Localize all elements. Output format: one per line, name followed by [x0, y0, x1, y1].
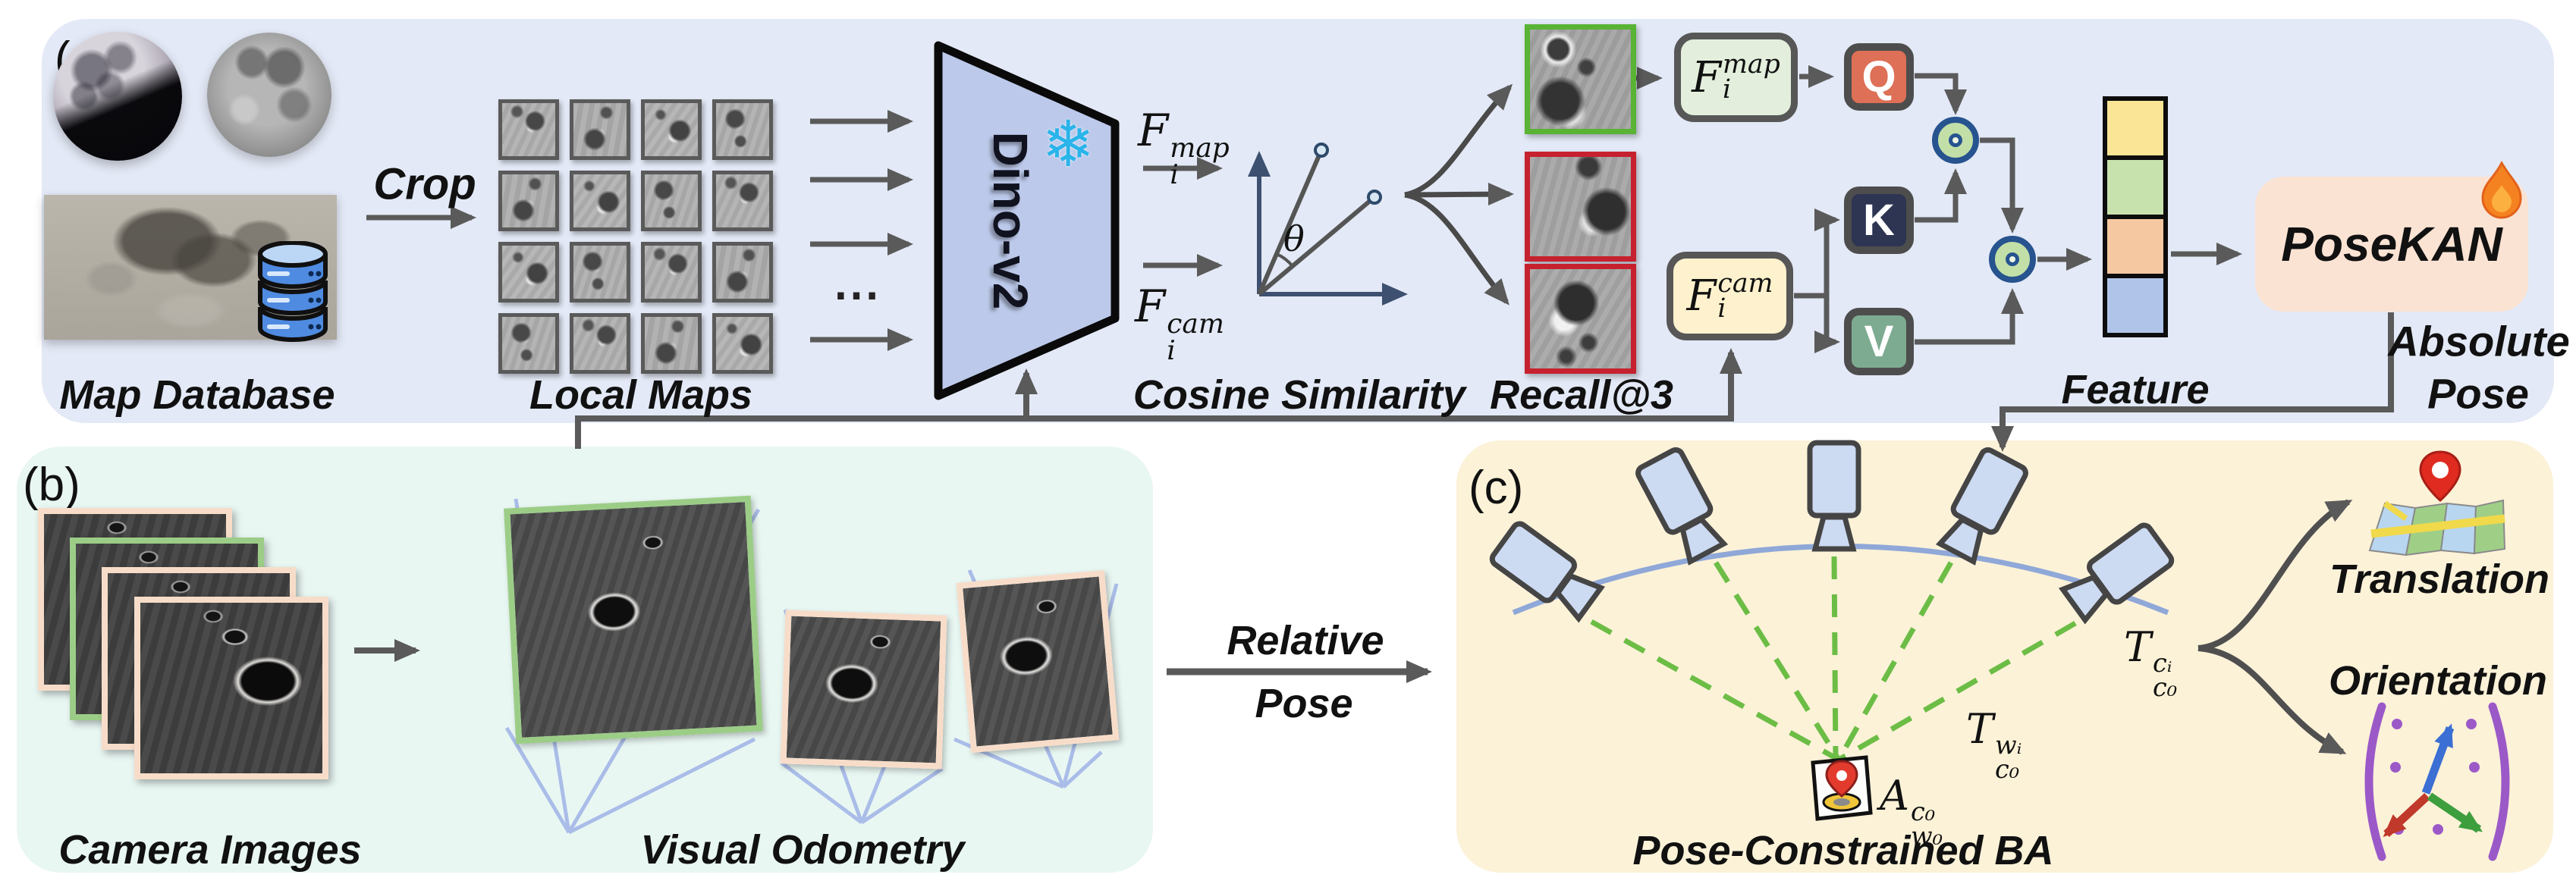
local-maps-label: Local Maps	[529, 372, 753, 418]
absolute-pose-label-line1: Absolute	[2388, 317, 2570, 365]
dino-v2-label: Dino-v2	[983, 131, 1038, 310]
local-map-tile	[641, 313, 702, 374]
camera-image	[134, 597, 328, 779]
dot-product-operator	[1989, 236, 2036, 283]
local-map-tile	[498, 313, 559, 374]
local-map-tile	[498, 99, 559, 160]
local-map-tile	[712, 171, 773, 231]
feature-block	[2103, 274, 2168, 337]
cosine-similarity-label: Cosine Similarity	[1132, 372, 1466, 418]
local-map-tile	[712, 99, 773, 160]
local-map-tile	[570, 99, 630, 160]
recall-at-3-label: Recall@3	[1490, 372, 1673, 418]
value-box: V	[1844, 308, 1914, 375]
local-maps-grid	[498, 99, 778, 374]
local-map-tile	[641, 242, 702, 303]
local-map-tile	[641, 99, 702, 160]
moon-photo-full	[207, 33, 331, 157]
local-map-tile	[641, 171, 702, 231]
local-map-tile	[498, 242, 559, 303]
local-map-tile	[712, 242, 773, 303]
fire-trainable-icon	[2481, 161, 2522, 219]
local-map-tile	[712, 313, 773, 374]
crop-label: Crop	[373, 159, 476, 209]
feature-block	[2103, 215, 2168, 278]
recall-candidate-match-image	[1525, 24, 1636, 134]
translation-label: Translation	[2329, 556, 2550, 602]
panel-c-tag: (c)	[1469, 462, 1524, 514]
camera-images-label: Camera Images	[58, 827, 362, 873]
visual-odometry-label: Visual Odometry	[640, 827, 965, 873]
query-box: Q	[1844, 43, 1914, 111]
key-box: K	[1844, 187, 1914, 254]
database-icon	[258, 241, 328, 342]
relative-pose-label-line2: Pose	[1255, 681, 1353, 726]
relative-pose-label-line1: Relative	[1227, 618, 1384, 663]
map-database-label: Map Database	[59, 372, 335, 418]
absolute-pose-label-line2: Pose	[2427, 369, 2529, 418]
visual-odometry-frame	[780, 610, 947, 770]
feature-block	[2103, 96, 2168, 160]
camera-pose-icon	[1805, 439, 1863, 554]
orientation-label: Orientation	[2328, 658, 2548, 704]
snowflake-frozen-icon: ❄	[1041, 108, 1095, 180]
visual-odometry-frame	[956, 569, 1120, 754]
recall-candidate-image	[1525, 264, 1636, 374]
feature-block	[2103, 155, 2168, 219]
dot-product-operator	[1932, 117, 1979, 164]
recall-candidate-image	[1525, 152, 1636, 262]
panel-b-tag: (b)	[23, 459, 80, 511]
ellipsis-more-maps: ⋯	[833, 269, 880, 321]
anchor-map-pin-icon	[1811, 755, 1873, 821]
feature-label: Feature	[2061, 367, 2210, 412]
translation-map-pin-icon	[2368, 450, 2506, 556]
moon-photo-half-lit	[53, 32, 182, 161]
pose-constrained-ba-label: Pose-Constrained BA	[1632, 828, 2054, 873]
local-map-tile	[498, 171, 559, 231]
visual-odometry-frame	[504, 495, 763, 745]
feature-vector-column	[2103, 96, 2168, 337]
local-map-tile	[570, 242, 630, 303]
local-map-tile	[570, 171, 630, 231]
local-map-tile	[570, 313, 630, 374]
theta-angle-label: θ	[1283, 218, 1305, 259]
